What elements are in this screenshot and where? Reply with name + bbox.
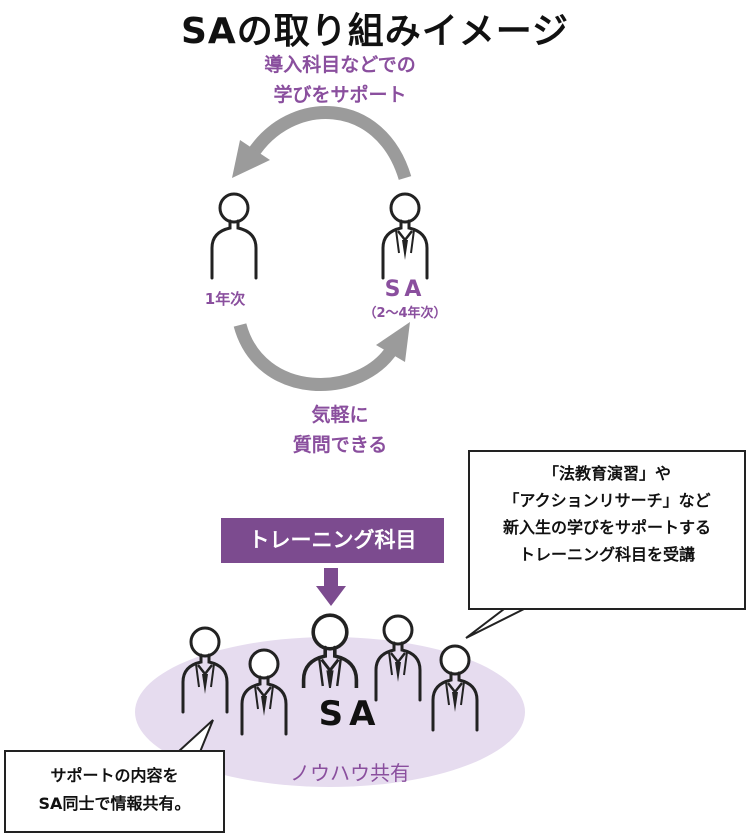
right-speech-bubble: 「法教育演習」や 「アクションリサーチ」など 新入生の学びをサポートする トレー… [468, 450, 746, 610]
cycle-arrow-bottom [233, 322, 410, 391]
group-sa-label: SA [318, 694, 382, 734]
right-bubble-line-4: トレーニング科目を受講 [518, 545, 695, 564]
question-label-line-1: 気軽に [311, 404, 369, 426]
sa-sub-label: （2〜4年次） [363, 306, 447, 321]
cycle-arrow-top [232, 106, 412, 181]
left-speech-bubble: サポートの内容を SA同士で情報共有。 [4, 750, 225, 833]
right-bubble-line-3: 新入生の学びをサポートする [502, 518, 711, 537]
freshman-label: 1年次 [204, 290, 246, 308]
sa-person-icon [381, 192, 429, 280]
question-label: 気軽に 質問できる [180, 400, 500, 460]
right-bubble-line-1: 「法教育演習」や [542, 464, 671, 483]
sa-label: SA [384, 277, 426, 302]
share-label: ノウハウ共有 [290, 761, 410, 785]
training-banner: トレーニング科目 [221, 518, 444, 563]
page-title: SAの取り組みイメージ [180, 11, 570, 52]
question-label-line-2: 質問できる [292, 434, 388, 456]
left-bubble-line-1: サポートの内容を [50, 766, 179, 785]
freshman-person-icon [210, 192, 258, 280]
support-label-line-1: 導入科目などでの [264, 54, 416, 76]
right-bubble-line-2: 「アクションリサーチ」など [503, 491, 711, 510]
down-arrow-icon [316, 568, 346, 606]
support-label: 導入科目などでの 学びをサポート [180, 50, 500, 110]
right-bubble-tail [465, 605, 531, 639]
support-label-line-2: 学びをサポート [273, 84, 407, 106]
left-bubble-line-2: SA同士で情報共有。 [38, 794, 191, 813]
